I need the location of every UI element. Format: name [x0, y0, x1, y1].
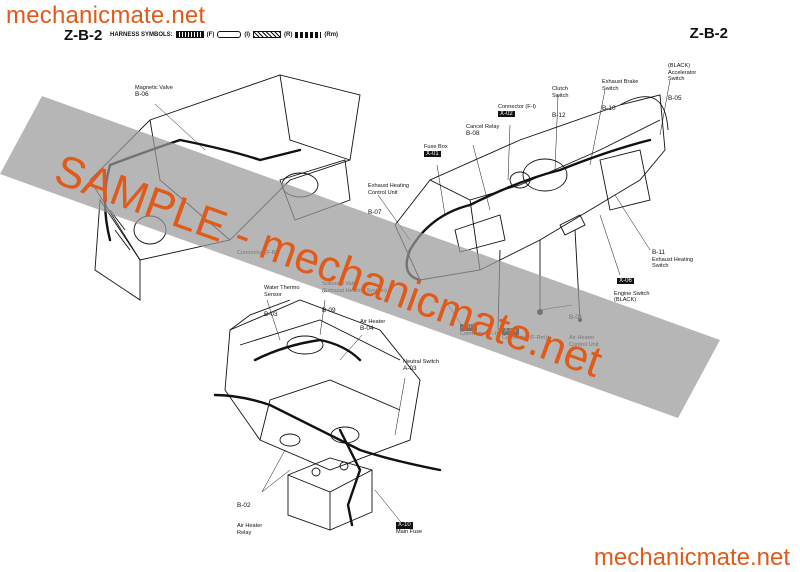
label-air-heater-relay: B-02 Air Heater Relay: [237, 490, 262, 543]
label-connector-rm-name: Connector (F-Rm): [502, 334, 548, 341]
label-engine-switch: X-06 Engine Switch (BLACK): [614, 271, 649, 311]
label-connector-rm: X-04 Connector (F-Rm): [502, 328, 547, 341]
label-accelerator-switch-name: (BLACK) Accelerator Switch: [668, 63, 697, 83]
label-solenoid-valve-code: B-09: [322, 306, 336, 314]
label-air-heater-control-unit: B-01 Air Heater Control Unit: [569, 302, 599, 355]
label-exhaust-heating-switch-code: B-11: [652, 249, 666, 256]
label-connector-fi-code: X-02: [498, 110, 515, 118]
label-connector-rm-code: X-04: [502, 328, 519, 335]
harness-symbol-rm-tag: (Rm): [324, 31, 339, 38]
page-code-right: Z-B-2: [689, 25, 728, 42]
label-connector-fi-name: Connector (F-I): [498, 104, 536, 110]
label-air-heater-code: B-04: [360, 324, 374, 332]
label-main-fuse-code: X-10: [396, 522, 413, 529]
label-connector-fi: Connector (F-I) X-02: [498, 104, 536, 118]
page-code-left: Z-B-2: [64, 27, 103, 44]
label-main-fuse: X-10 Main Fuse: [396, 522, 422, 535]
label-exhaust-heating-switch: B-11 Exhaust Heating Switch: [652, 249, 694, 270]
label-accelerator-switch-code: B-05: [668, 95, 682, 103]
label-connector-fi-lower-code: X-03: [460, 324, 477, 331]
label-cancel-relay: Cancel Relay B-08: [466, 124, 499, 137]
label-connector-fi-lower-name: Connector (F-I): [460, 330, 498, 337]
label-air-heater: Air Heater B-04: [360, 319, 385, 332]
label-exhaust-heating-switch-name: Exhaust Heating Switch: [652, 256, 694, 270]
watermark-top: mechanicmate.net: [6, 2, 206, 29]
label-air-heater-relay-code: B-02: [237, 502, 251, 510]
label-connector-fr-name: Connector (F-R): [237, 250, 278, 256]
label-exhaust-brake-switch: Exhaust Brake Switch B-10: [602, 66, 638, 119]
label-solenoid-valve: Solenoid Valve (Exhaust Heating System) …: [322, 268, 387, 321]
label-connector-fr: Connector (F-R): [237, 250, 277, 257]
label-magnetic-valve-name: Magnetic Valve: [135, 85, 173, 91]
label-connector-fi-lower: X-03 Connector (F-I): [460, 324, 498, 337]
watermark-bottom: mechanicmate.net: [593, 544, 790, 571]
harness-symbol-r-swatch: [253, 31, 282, 38]
harness-symbols-legend: HARNESS SYMBOLS: (F) (I) (R) (Rm): [110, 31, 338, 38]
label-fuse-box-code: X-01: [424, 150, 441, 158]
label-magnetic-valve: Magnetic Valve B-06: [135, 85, 173, 98]
label-exhaust-heating-control-unit-code: B-07: [368, 208, 382, 216]
label-accelerator-switch: (BLACK) Accelerator Switch B-05: [668, 50, 696, 109]
label-fuse-box-name: Fuse Box: [424, 144, 448, 150]
label-magnetic-valve-code: B-06: [135, 90, 149, 98]
label-neutral-switch: Neutral Switch A-03: [403, 359, 439, 372]
harness-symbol-i-tag: (I): [244, 31, 251, 38]
label-exhaust-heating-control-unit: Exhaust Heating Control Unit B-07: [368, 170, 409, 223]
harness-symbol-f-swatch: [175, 31, 204, 38]
harness-symbol-f-tag: (F): [206, 31, 215, 38]
label-water-thermo-sensor: Water Thermo Sensor B-03: [264, 272, 299, 325]
label-exhaust-heating-control-unit-name: Exhaust Heating Control Unit: [368, 183, 410, 196]
label-clutch-switch-code: B-12: [552, 111, 566, 119]
label-exhaust-brake-switch-name: Exhaust Brake Switch: [602, 79, 639, 92]
harness-symbol-r-tag: (R): [284, 31, 293, 38]
label-cancel-relay-code: B-08: [466, 129, 480, 137]
harness-symbol-i-swatch: [217, 31, 242, 38]
label-exhaust-brake-switch-code: B-10: [602, 104, 616, 112]
label-water-thermo-sensor-code: B-03: [264, 310, 278, 318]
label-water-thermo-sensor-name: Water Thermo Sensor: [264, 285, 300, 298]
harness-symbols-label: HARNESS SYMBOLS:: [110, 31, 173, 38]
label-clutch-switch: Clutch Switch B-12: [552, 73, 568, 126]
label-engine-switch-name: Engine Switch (BLACK): [614, 290, 650, 304]
label-air-heater-control-unit-code: B-01: [569, 314, 583, 322]
label-air-heater-control-unit-name: Air Heater Control Unit: [569, 334, 599, 348]
label-solenoid-valve-name: Solenoid Valve (Exhaust Heating System): [322, 281, 387, 294]
label-fuse-box: Fuse Box X-01: [424, 144, 448, 158]
harness-symbol-rm-swatch: [295, 31, 322, 38]
label-engine-switch-code: X-06: [617, 277, 634, 285]
label-neutral-switch-code: A-03: [403, 364, 417, 372]
label-main-fuse-name: Main Fuse: [396, 528, 423, 535]
label-clutch-switch-name: Clutch Switch: [552, 86, 569, 99]
label-air-heater-relay-name: Air Heater Relay: [237, 522, 263, 536]
